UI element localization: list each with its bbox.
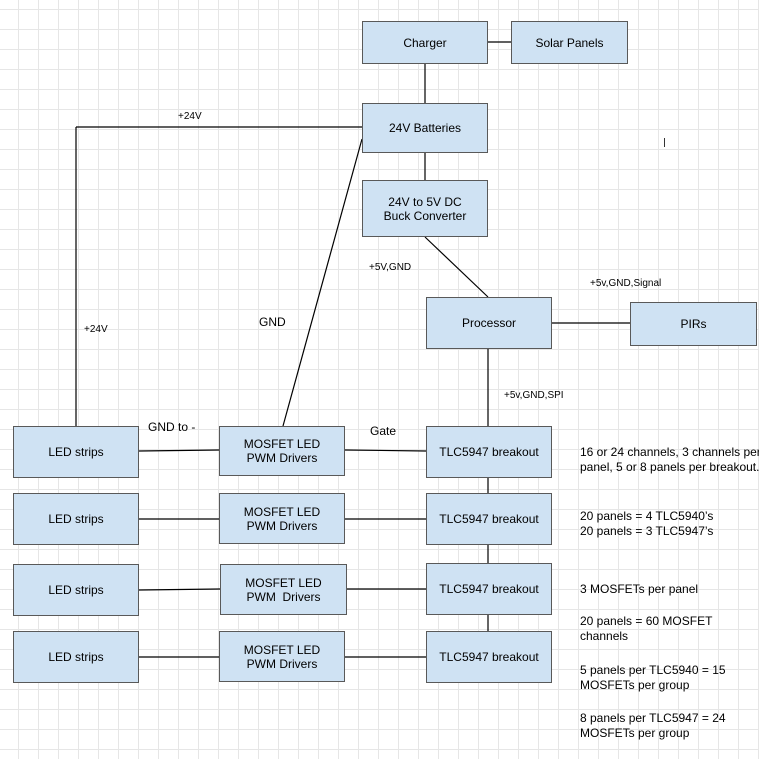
solar-panels-label: Solar Panels: [535, 35, 604, 50]
note-channels: 16 or 24 channels, 3 channels per panel,…: [580, 445, 759, 474]
buck-converter-label: 24V to 5V DC Buck Converter: [383, 194, 467, 223]
tlc-breakout-label: TLC5947 breakout: [439, 650, 539, 664]
wire-label-gnd: GND: [259, 315, 286, 329]
note-panel-counts: 20 panels = 4 TLC5940’s 20 panels = 3 TL…: [580, 509, 714, 538]
processor-label: Processor: [461, 316, 517, 330]
led-strips-label: LED strips: [48, 650, 104, 664]
wire-label-plus24v-top: +24V: [178, 111, 202, 122]
tlc-breakout-box[interactable]: TLC5947 breakout: [426, 631, 552, 683]
pirs-label: PIRs: [680, 317, 707, 331]
pirs-box[interactable]: PIRs: [630, 302, 757, 346]
charger-label: Charger: [403, 35, 447, 50]
led-strips-box[interactable]: LED strips: [13, 564, 139, 616]
led-strips-label: LED strips: [48, 512, 104, 526]
led-strips-box[interactable]: LED strips: [13, 631, 139, 683]
batteries-box[interactable]: 24V Batteries: [362, 103, 488, 153]
mosfet-driver-label: MOSFET LED PWM Drivers: [243, 504, 321, 533]
note-mosfets-per-panel: 3 MOSFETs per panel: [580, 582, 699, 596]
wire-mosfet-tlc-1: [344, 449, 427, 452]
wire-label-gnd-to-minus: GND to -: [148, 420, 196, 434]
mosfet-driver-label: MOSFET LED PWM Drivers: [245, 575, 322, 604]
wire-label-spi-link: +5v,GND,SPI: [504, 390, 564, 401]
tlc-breakout-label: TLC5947 breakout: [439, 445, 539, 459]
wire-buck-processor: [424, 236, 489, 298]
solar-panels-box[interactable]: Solar Panels: [511, 21, 628, 64]
tlc-breakout-box[interactable]: TLC5947 breakout: [426, 563, 552, 615]
note-mosfet-channels: 20 panels = 60 MOSFET channels: [580, 614, 713, 643]
wire-led-mosfet-1: [138, 449, 220, 452]
note-tlc5940-group: 5 panels per TLC5940 = 15 MOSFETs per gr…: [580, 663, 726, 692]
mosfet-driver-box[interactable]: MOSFET LED PWM Drivers: [219, 426, 345, 476]
buck-converter-box[interactable]: 24V to 5V DC Buck Converter: [362, 180, 488, 237]
wire-label-gate: Gate: [370, 424, 397, 438]
stray-cursor-mark: [664, 138, 665, 147]
tlc-breakout-box[interactable]: TLC5947 breakout: [426, 426, 552, 478]
tlc-breakout-label: TLC5947 breakout: [439, 582, 539, 596]
wire-label-plus24v-left: +24V: [84, 324, 108, 335]
led-strips-box[interactable]: LED strips: [13, 493, 139, 545]
led-strips-box[interactable]: LED strips: [13, 426, 139, 478]
note-tlc5947-group: 8 panels per TLC5947 = 24 MOSFETs per gr…: [580, 711, 726, 740]
processor-box[interactable]: Processor: [426, 297, 552, 349]
mosfet-driver-box[interactable]: MOSFET LED PWM Drivers: [220, 564, 347, 615]
batteries-label: 24V Batteries: [388, 121, 462, 135]
mosfet-driver-box[interactable]: MOSFET LED PWM Drivers: [219, 493, 345, 544]
wire-led-mosfet-3: [138, 588, 221, 591]
tlc-breakout-box[interactable]: TLC5947 breakout: [426, 493, 552, 545]
tlc-breakout-label: TLC5947 breakout: [439, 512, 539, 526]
wire-gnd: [282, 138, 363, 427]
mosfet-driver-box[interactable]: MOSFET LED PWM Drivers: [219, 631, 345, 682]
mosfet-driver-label: MOSFET LED PWM Drivers: [243, 642, 321, 671]
wire-label-buck-out: +5V,GND: [369, 262, 412, 273]
led-strips-label: LED strips: [48, 583, 104, 597]
led-strips-label: LED strips: [48, 445, 104, 459]
wire-label-pir-link: +5v,GND,Signal: [590, 278, 662, 289]
mosfet-driver-label: MOSFET LED PWM Drivers: [243, 437, 321, 465]
charger-box[interactable]: Charger: [362, 21, 488, 64]
